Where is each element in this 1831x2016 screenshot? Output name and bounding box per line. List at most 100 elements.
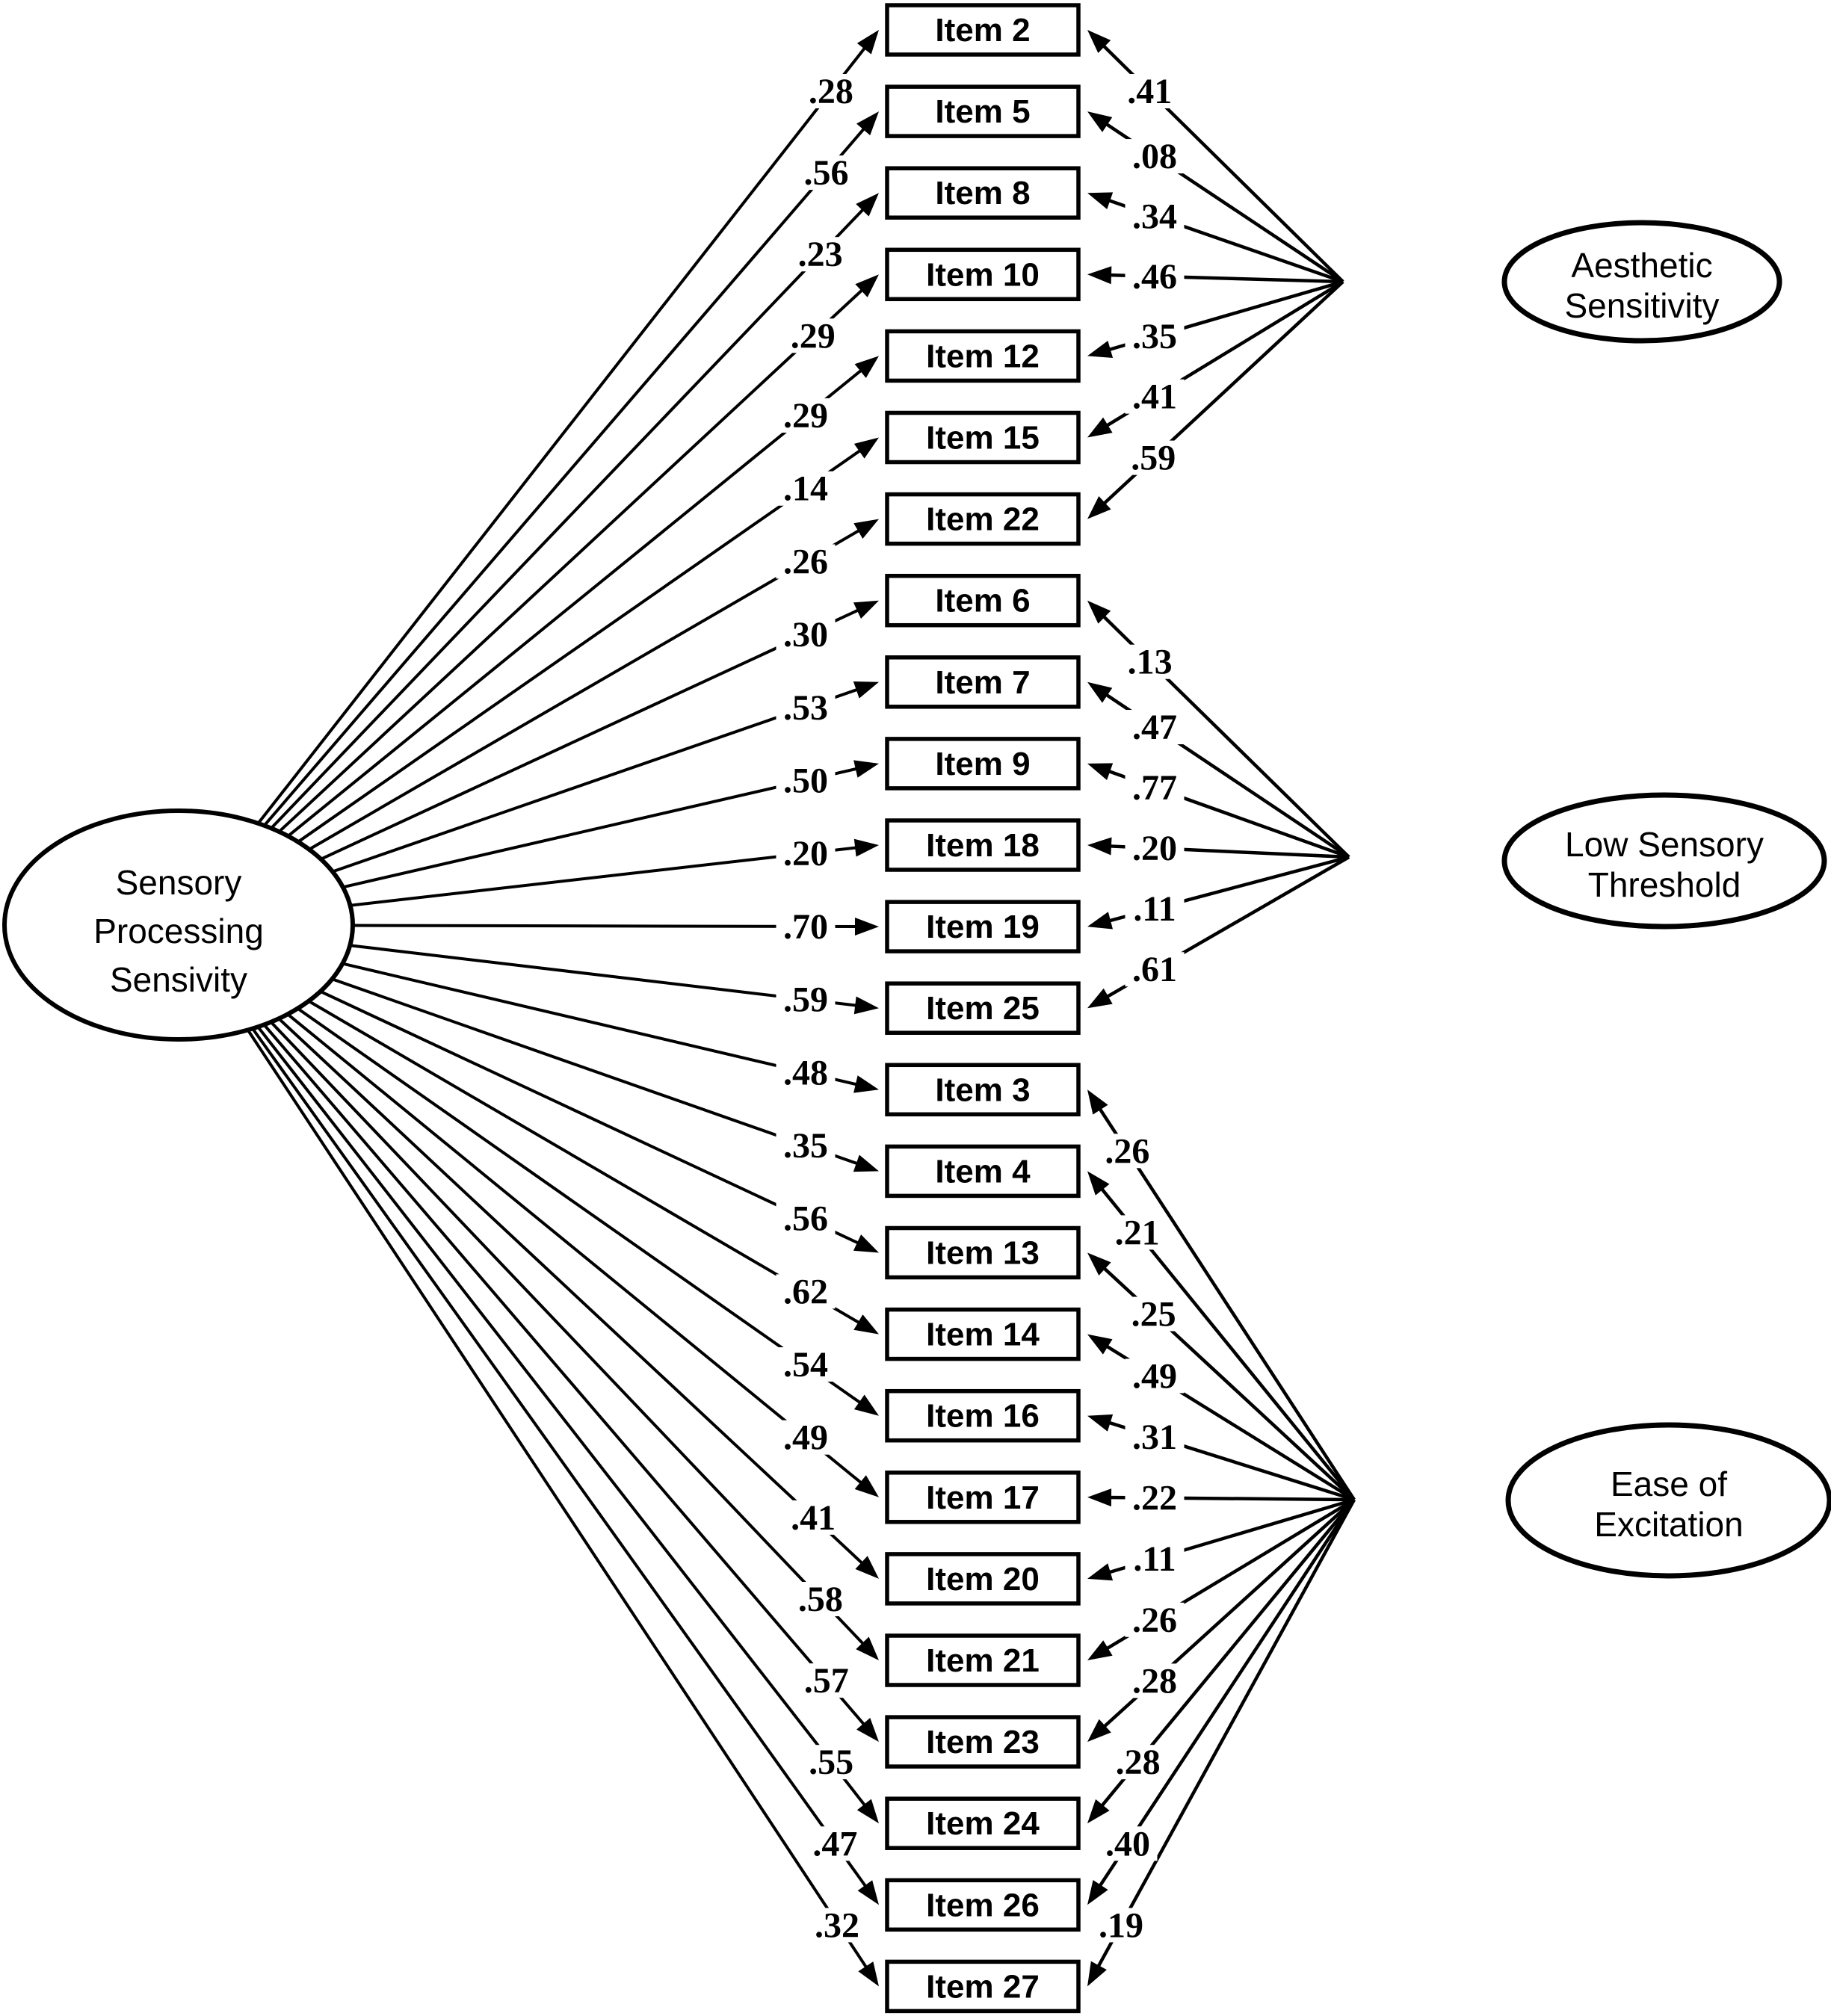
item-box-label: Item 14 [926, 1317, 1040, 1353]
right-loading-label-7-bg [1120, 644, 1180, 679]
item-box-label: Item 19 [926, 909, 1040, 945]
item-box-item-10: Item 10 [885, 247, 1081, 302]
item-box-rect [885, 1633, 1081, 1687]
left-loading-label-21-bg [797, 1663, 856, 1698]
item-box-rect [885, 247, 1081, 302]
aesthetic-to-item-10-line-arrowhead [1087, 266, 1112, 285]
sps-to-item-7-line [332, 687, 862, 874]
item-box-item-8: Item 8 [885, 166, 1081, 220]
ease-to-item-26-line-arrowhead [1087, 1879, 1108, 1905]
sps-to-item-22-line-arrowhead [853, 519, 879, 539]
item-box-label: Item 13 [926, 1235, 1040, 1272]
left-loading-label-5-bg [776, 471, 836, 506]
left-loading-label-0-bg [801, 74, 861, 108]
item-box-rect [885, 981, 1081, 1035]
aesthetic-label-line1: Aesthetic [1571, 246, 1712, 285]
left-loading-label-14-bg [776, 1128, 836, 1163]
left-loading-label-4-bg [776, 398, 836, 433]
left-loading-label-7-bg [776, 617, 836, 652]
sps-to-item-22-line [308, 527, 863, 851]
item-box-item-14: Item 14 [885, 1307, 1081, 1361]
low_sensory-to-item-19-line-arrowhead [1087, 912, 1114, 930]
left-loading-label-19: .41 [791, 1498, 836, 1538]
right-loading-label-4: .35 [1132, 317, 1177, 356]
left-loading-label-9: .50 [783, 761, 828, 801]
sps-to-item-5-line [263, 125, 868, 827]
item-box-rect [885, 1796, 1081, 1850]
ease-to-item-14-line-arrowhead [1087, 1334, 1113, 1355]
right-loading-label-23-bg [1098, 1826, 1158, 1861]
left-loading-label-23-bg [805, 1826, 865, 1861]
ease-to-item-20-line-arrowhead [1087, 1563, 1114, 1581]
right-loading-label-23: .40 [1105, 1824, 1150, 1864]
right-loading-label-0-bg [1120, 74, 1179, 108]
item-box-rect [885, 655, 1081, 709]
left-loading-label-3-bg [783, 318, 843, 353]
sps-to-item-2-line-arrowhead [856, 30, 879, 55]
sps-oval-label-line2: Processing [93, 912, 264, 950]
low_sensory-to-item-7-line-arrowhead [1087, 681, 1113, 703]
left-loading-label-10-bg [776, 836, 836, 871]
right-loading-label-17-bg [1125, 1420, 1185, 1455]
aesthetic-sensitivity-oval: Aesthetic Sensitivity [1501, 220, 1782, 344]
sps-to-item-26-line [251, 1027, 869, 1890]
left-loading-label-9-bg [776, 763, 836, 798]
sps-to-item-6-line [320, 607, 862, 861]
right-loading-label-6: .59 [1131, 439, 1176, 478]
ease-of-excitation-oval: Ease of Excitation [1505, 1422, 1831, 1579]
item-box-label: Item 27 [926, 1968, 1040, 2005]
item-box-label: Item 12 [926, 338, 1040, 374]
left-loading-label-6: .26 [783, 542, 828, 581]
item-box-rect [885, 1225, 1081, 1280]
ease-to-item-3-line-arrowhead [1087, 1089, 1108, 1115]
left-loading-label-8: .53 [783, 688, 828, 728]
left-loading-label-18: .49 [783, 1418, 828, 1458]
item-box-item-16: Item 16 [885, 1388, 1081, 1443]
ease-to-item-23-line-arrowhead [1087, 1719, 1111, 1743]
left-loading-label-5: .14 [783, 469, 828, 509]
item-box-rect [885, 573, 1081, 628]
item-box-label: Item 15 [926, 420, 1040, 457]
ease-to-item-24-line-arrowhead [1087, 1799, 1110, 1824]
aesthetic-label-line2: Sensitivity [1564, 286, 1719, 325]
item-box-item-15: Item 15 [885, 410, 1081, 465]
right-loading-label-11-bg [1125, 891, 1185, 927]
right-loading-label-5: .41 [1132, 377, 1177, 417]
right-loading-label-13-bg [1097, 1134, 1157, 1169]
item-box-rect [885, 1388, 1081, 1443]
ease-to-item-3-line [1096, 1104, 1356, 1501]
right-loading-label-24: .19 [1099, 1905, 1143, 1945]
item-box-rect [885, 1471, 1081, 1524]
right-loading-label-3: .46 [1132, 257, 1177, 297]
sps-to-item-20-line [277, 1017, 866, 1567]
sps-to-item-13-line [319, 989, 862, 1246]
left-loading-label-16-bg [776, 1274, 836, 1309]
ease-oval-shape [1505, 1422, 1831, 1579]
left-loading-label-11-bg [776, 909, 836, 944]
left-loading-label-0: .28 [809, 72, 853, 111]
sps-to-item-21-line [270, 1021, 867, 1648]
aesthetic-to-item-2-line-arrowhead [1087, 30, 1111, 54]
aesthetic-to-item-5-line-arrowhead [1087, 111, 1113, 132]
item-box-label: Item 7 [935, 664, 1030, 701]
ease-label-line1: Ease of [1611, 1465, 1727, 1503]
sps-to-item-19-line [352, 924, 860, 929]
sps-to-item-27-line-arrowhead [858, 1961, 879, 1987]
right-loading-label-12: .61 [1132, 950, 1177, 989]
loading-labels-layer: .28.41.56.08.23.34.29.46.29.35.14.41.26.… [776, 72, 1185, 1945]
right-loading-label-8-bg [1125, 710, 1185, 745]
left-loading-label-1: .56 [803, 153, 848, 193]
right-loading-label-8: .47 [1132, 708, 1177, 747]
left-loading-label-22-bg [801, 1745, 861, 1780]
right-loading-label-17: .31 [1132, 1417, 1177, 1457]
item-box-item-27: Item 27 [885, 1959, 1081, 2014]
low_sensory-to-item-25-line-arrowhead [1087, 988, 1113, 1009]
left-loading-label-20: .58 [798, 1580, 843, 1619]
item-box-item-13: Item 13 [885, 1225, 1081, 1280]
sps-oval-shape [2, 808, 355, 1042]
sps-to-item-24-line [256, 1025, 868, 1809]
right-loading-label-9-bg [1125, 770, 1185, 806]
item-box-item-19: Item 19 [885, 900, 1081, 953]
right-loading-label-20-bg [1125, 1602, 1185, 1637]
